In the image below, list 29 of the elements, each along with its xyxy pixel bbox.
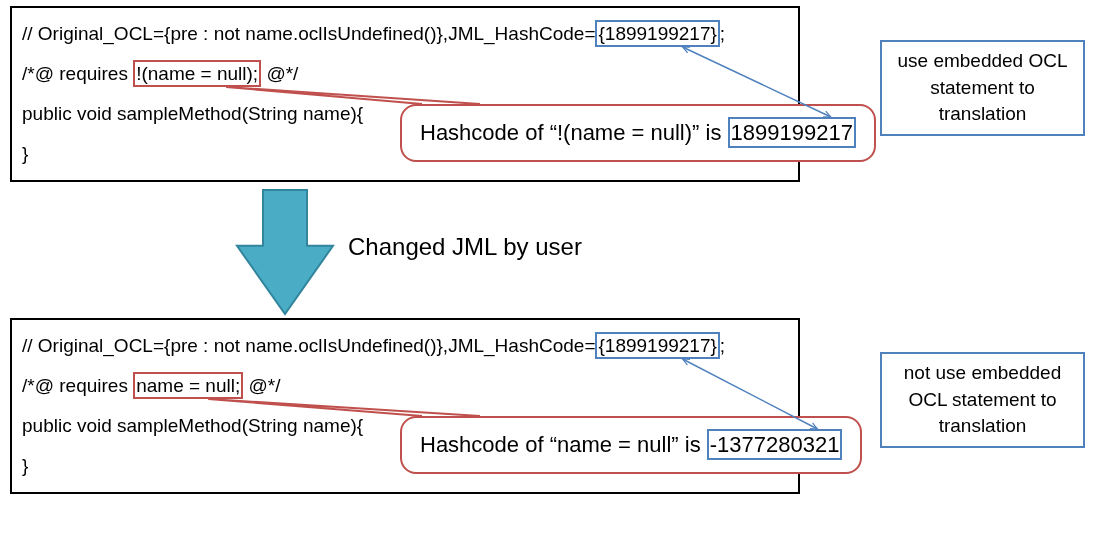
callout-bubble bbox=[400, 416, 863, 474]
callout-text: Hashcode of “!(name = null)” is bbox=[420, 120, 722, 145]
code-text: public void sampleMethod(String name){ bbox=[22, 415, 364, 436]
code-text: ; bbox=[719, 335, 726, 356]
highlighted-text: {1899199217} bbox=[595, 332, 720, 359]
code-text: // Original_OCL={pre : not name.oclIsUndefined()},JML_HashCode= bbox=[22, 335, 596, 356]
code-text: /*@ requires bbox=[22, 63, 128, 84]
highlighted-text: -1377280321 bbox=[706, 429, 843, 460]
code-text: public void sampleMethod(String name){ bbox=[22, 103, 364, 124]
highlighted-text: {1899199217} bbox=[595, 20, 720, 47]
callout-text: Hashcode of “name = null” is bbox=[420, 432, 701, 457]
callout-tail bbox=[207, 398, 481, 417]
note-box: use embedded OCL statement to translation bbox=[880, 40, 1085, 136]
highlighted-text: !(name = null); bbox=[133, 60, 262, 87]
highlighted-text: name = null; bbox=[133, 372, 244, 399]
code-text: @*/ bbox=[266, 63, 299, 84]
callout-tail bbox=[225, 86, 481, 105]
double-arrow bbox=[681, 358, 819, 430]
code-text: // Original_OCL={pre : not name.oclIsUndefined()},JML_HashCode= bbox=[22, 23, 596, 44]
callout-bubble bbox=[400, 104, 876, 162]
code-text: @*/ bbox=[248, 375, 281, 396]
highlighted-text: 1899199217 bbox=[727, 117, 856, 148]
note-box: not use embedded OCL statement to translation bbox=[880, 352, 1085, 448]
block-arrow bbox=[235, 189, 335, 316]
code-text: /*@ requires bbox=[22, 375, 128, 396]
code-text: } bbox=[22, 143, 29, 164]
double-arrow bbox=[681, 46, 832, 118]
code-text: } bbox=[22, 455, 29, 476]
code-text: ; bbox=[719, 23, 726, 44]
